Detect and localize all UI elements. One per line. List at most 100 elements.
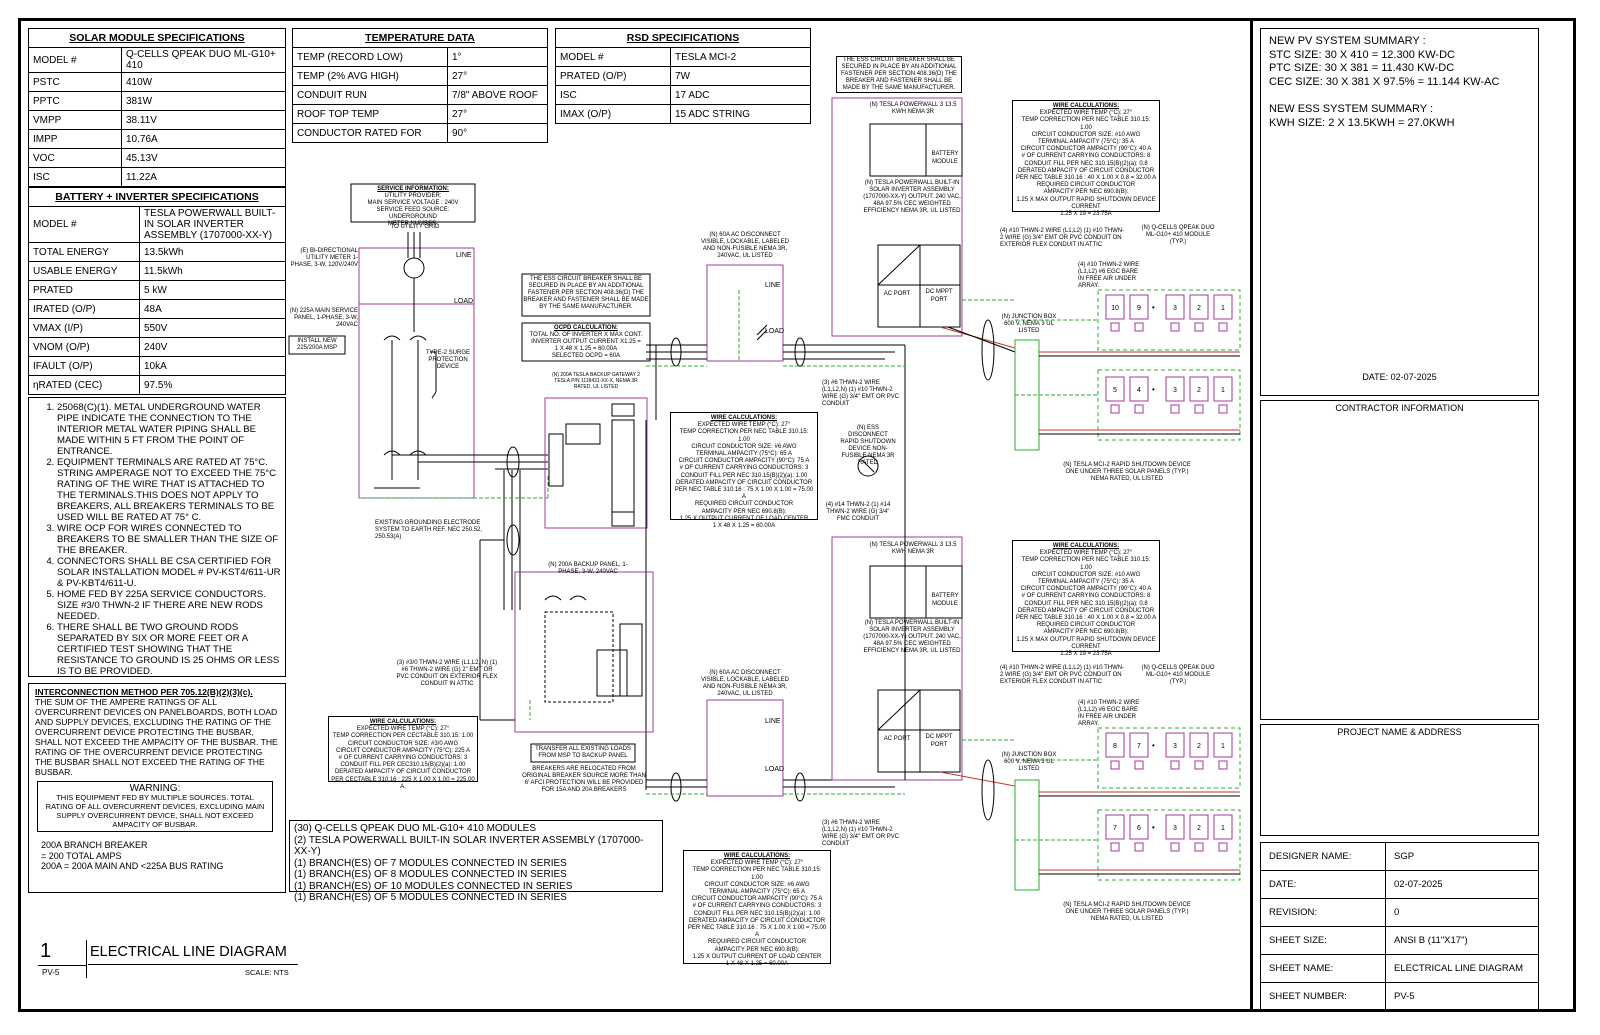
pv-module <box>1129 376 1149 402</box>
calc-line: CIRCUIT CONDUCTOR SIZE: #6 AWG <box>704 881 810 888</box>
rsd-device <box>1194 404 1204 414</box>
spec-label: MODEL # <box>28 206 140 243</box>
calc-line: # OF CURRENT CARRYING CONDUCTORS: 3 <box>338 755 468 762</box>
calc-line: CONDUIT FILL PER NEC 310.15(B)(2)(a): 1.… <box>693 910 821 917</box>
pv-module-number: 4 <box>1137 387 1141 394</box>
calc-line: TERMINAL AMPACITY (75°C): 65 A <box>709 889 805 896</box>
note-item: THERE SHALL BE TWO GROUND RODS SEPARATED… <box>57 622 285 677</box>
rsd-label-top: (N) TESLA MCI-2 RAPID SHUTDOWN DEVICE ON… <box>1063 462 1191 482</box>
pv-module <box>1189 376 1209 402</box>
spec-value: ANSI B (11"X17") <box>1385 926 1539 955</box>
wire-rsd: (4) #14 THWN-2 (1) #14 THWN-2 WIRE (G) 3… <box>825 502 891 522</box>
battery-table: BATTERY + INVERTER SPECIFICATIONS MODEL … <box>28 187 286 395</box>
meter-label: (E) BI-DIRECTIONAL UTILITY METER 1-PHASE… <box>290 248 358 268</box>
calc-line: CIRCUIT CONDUCTOR SIZE: #10 AWG <box>1031 571 1141 578</box>
summary-line: (1) BRANCH(ES) OF 10 MODULES CONNECTED I… <box>294 880 573 892</box>
spec-label: DESIGNER NAME: <box>1260 842 1386 871</box>
pv-module <box>1189 732 1209 758</box>
warning-text: THIS EQUIPMENT FED BY MULTIPLE SOURCES. … <box>45 793 265 829</box>
pv-module-number: 6 <box>1137 825 1141 832</box>
calc-line: CIRCUIT CONDUCTOR AMPACITY (90°C): 40 A <box>1020 586 1152 593</box>
ac-load-label-2: LOAD <box>765 766 785 773</box>
calc-line: DERATED AMPACITY OF CIRCUIT CONDUCTOR <box>1017 607 1155 614</box>
pv-module <box>1129 814 1149 840</box>
powerwall-bottom-label: (N) TESLA POWERWALL 3 13.5 KWH NEMA 3R <box>869 542 957 555</box>
spec-row: REVISION:0 <box>1260 898 1539 927</box>
spec-row: MODEL #Q-CELLS QPEAK DUO ML-G10+ 410 <box>28 47 286 73</box>
ac-disconnect-top-label: (N) 60A AC DISCONNECT VISIBLE, LOCKABLE,… <box>700 232 790 259</box>
calc-line: DERATED AMPACITY OF CIRCUIT CONDUCTOR <box>334 769 472 776</box>
dc-port-label-2: DC MPPT PORT <box>925 734 953 748</box>
pv-module-number: 3 <box>1173 387 1177 394</box>
summary-line: (30) Q-CELLS QPEAK DUO ML-G10+ 410 MODUL… <box>294 823 537 834</box>
wire-main: (3) #3/0 THWN-2 WIRE (L1,L2, N) (1) #6 T… <box>396 660 498 687</box>
project-name-address: PROJECT NAME & ADDRESS <box>1260 724 1539 836</box>
calc-line: CIRCUIT CONDUCTOR AMPACITY (90°C): 40 A <box>1020 146 1152 153</box>
calc-line: PER NEC TABLE 310.16 : 75 X 1.00 X 1.00 … <box>687 925 827 939</box>
main-service-panel <box>358 247 475 499</box>
calc-title: WIRE CALCULATIONS: <box>1052 543 1120 549</box>
kwh-size: KWH SIZE: 2 X 13.5KWH = 27.0KWH <box>1269 116 1455 129</box>
calc-line: TEMP CORRECTION PER CECTABLE 310.15: 1.0… <box>332 733 474 740</box>
rsd-device <box>1170 760 1180 770</box>
powerwall-bottom <box>831 536 963 781</box>
rsd-device <box>1110 322 1120 332</box>
pv-module <box>1105 294 1125 320</box>
spec-row: PRATED (O/P)7W <box>555 66 811 86</box>
load-label: LOAD <box>454 298 474 305</box>
rsd-device <box>1170 404 1180 414</box>
utility-meter <box>403 257 425 279</box>
ac-load-label: LOAD <box>765 328 785 335</box>
pv-module <box>1165 294 1185 320</box>
rsd-switch-label: (N) ESS DISCONNECT RAPID SHUTDOWN DEVICE… <box>840 425 896 466</box>
wire-calc-main: WIRE CALCULATIONS:EXPECTED WIRE TEMP (°C… <box>328 716 478 790</box>
pv-module <box>1129 294 1149 320</box>
rsd-switch <box>857 455 879 477</box>
wire-dc-top: (4) #10 THWN-2 WIRE (L1,L2) (1) #10 THWN… <box>1000 228 1125 248</box>
calc-line: PER NEC TABLE 310.16 : 40 X 1.00 X 0.8 =… <box>1015 615 1157 622</box>
ptc-size: PTC SIZE: 30 X 381 = 11.430 KW-DC <box>1269 62 1455 74</box>
spec-value: Q-CELLS QPEAK DUO ML-G10+ 410 <box>121 47 286 73</box>
rsd-device <box>1218 322 1228 332</box>
rsd-label-bottom: (N) TESLA MCI-2 RAPID SHUTDOWN DEVICE ON… <box>1063 902 1191 922</box>
cec-size: CEC SIZE: 30 X 381 X 97.5% = 11.144 KW-A… <box>1269 75 1500 88</box>
summary-line: (2) TESLA POWERWALL BUILT-IN SOLAR INVER… <box>294 834 644 858</box>
note-item: WIRE OCP FOR WIRES CONNECTED TO BREAKERS… <box>57 523 285 556</box>
calc-line: REQUIRED CIRCUIT CONDUCTOR <box>694 501 794 508</box>
gateway-label: (N) 200A TESLA BACKUP GATEWAY 2 TESLA P/… <box>552 372 640 390</box>
pv-module <box>1105 814 1125 840</box>
note-item: 25068(C)(1). METAL UNDERGROUND WATER PIP… <box>57 402 285 457</box>
note-item: CONNECTORS SHALL BE CSA CERTIFIED FOR SO… <box>57 556 285 589</box>
wire-egc-bottom: (4) #10 THWN-2 WIRE (L1,L2) #6 EGC BARE … <box>1078 700 1140 727</box>
pv-module <box>1165 814 1185 840</box>
wire-calc-ac-top: WIRE CALCULATIONS:EXPECTED WIRE TEMP (°C… <box>670 412 818 529</box>
spec-row: SHEET NUMBER:PV-5 <box>1260 982 1539 1011</box>
calc-line: PER NEC TABLE 310.16 : 40 X 1.00 X 0.8 =… <box>1015 175 1157 182</box>
ac-disconnect-bottom <box>706 699 784 797</box>
ac-disconnect-top <box>706 264 784 362</box>
rsd-device <box>1170 322 1180 332</box>
calc-line: CIRCUIT CONDUCTOR AMPACITY (90°C): 75 A <box>691 896 823 903</box>
rsd-device <box>1170 842 1180 852</box>
note-item: HOME FED BY 225A SERVICE CONDUCTORS. SIZ… <box>57 589 285 622</box>
temperature-table: TEMPERATURE DATA TEMP (RECORD LOW)1°TEMP… <box>292 28 548 143</box>
spec-row: TEMP (2% AVG HIGH)27° <box>292 66 548 86</box>
wire-ac-top: (3) #6 THWN-2 WIRE (L1,L2,N) (1) #10 THW… <box>822 380 900 407</box>
calc-line: 1 X 48 X 1.25 = 60.00A <box>725 961 789 968</box>
install-new-label: INSTALL NEW 225/200A MSP <box>296 338 338 351</box>
spec-value: TESLA POWERWALL BUILT-IN SOLAR INVERTER … <box>139 206 286 243</box>
backup-panel <box>514 571 654 733</box>
spec-row: IRATED (O/P)48A <box>28 299 286 319</box>
spec-label: REVISION: <box>1260 898 1386 927</box>
spec-label: MODEL # <box>28 47 122 73</box>
calc-line: CIRCUIT CONDUCTOR SIZE: #6 AWG <box>691 443 797 450</box>
calc-line: TEMP CORRECTION PER NEC TABLE 310.15: 1.… <box>1021 557 1151 571</box>
junction-box-bottom <box>1014 779 1040 891</box>
rsd-device <box>1134 322 1144 332</box>
series-ellipsis: • <box>1152 303 1155 312</box>
calc-line: TEMP CORRECTION PER NEC TABLE 310.15: 1.… <box>1021 117 1151 131</box>
spec-label: ηRATED (CEC) <box>28 375 140 395</box>
ac-port-label: AC PORT <box>883 291 911 297</box>
calc-line: 1.25 X OUTPUT CURRENT OF LOAD CENTER <box>679 515 809 522</box>
